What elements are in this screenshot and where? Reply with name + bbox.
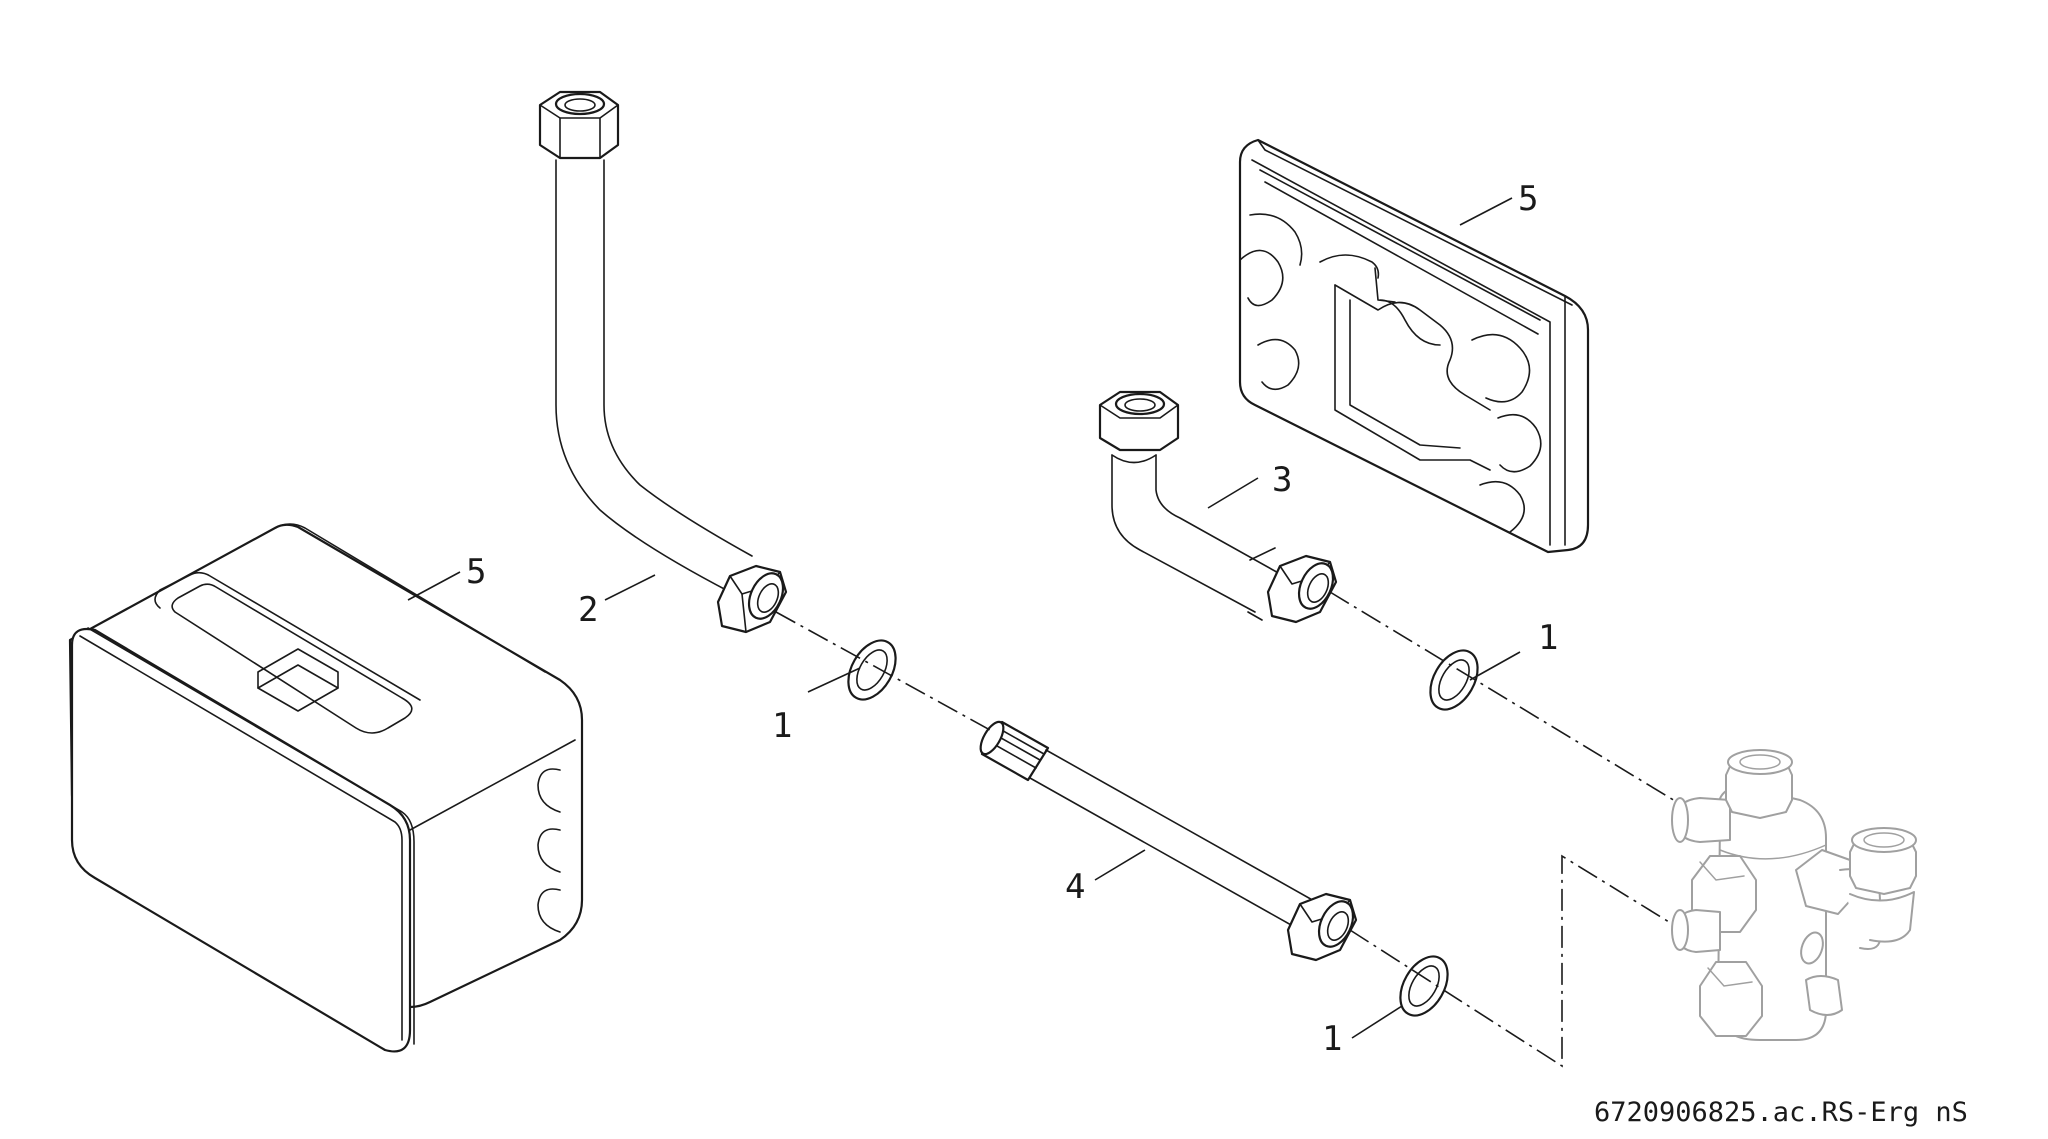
callout-pipe-bent: 2 (578, 590, 598, 630)
hex-nut-straight (1286, 892, 1358, 962)
bent-pipe (538, 90, 788, 634)
insulation-shell-box (68, 523, 584, 1053)
straight-pipe (979, 720, 1358, 962)
insulation-shell-half (1238, 138, 1590, 554)
valve-manifold (1671, 749, 1917, 1041)
threaded-end (979, 720, 1050, 782)
callout-pipe-elbow: 3 (1272, 460, 1292, 500)
callout-seal-upper-left: 1 (772, 706, 792, 746)
callout-labels: 2 1 1 3 4 1 5 5 (466, 179, 1558, 1059)
seal-upper-right (1429, 649, 1479, 711)
hex-nut-elbow-bottom (1247, 547, 1338, 624)
elbow-pipe (1098, 390, 1338, 624)
callout-seal-upper-right: 1 (1538, 618, 1558, 658)
document-reference: 6720906825.ac.RS-Erg nS (1594, 1097, 1968, 1128)
seal-upper-left (847, 639, 897, 701)
assembly-axes (775, 591, 1691, 1068)
hex-nut-elbow-top (1098, 390, 1180, 464)
leader-lines (407, 197, 1521, 1039)
callout-insulation-right: 5 (1518, 179, 1538, 219)
callout-seal-lower: 1 (1322, 1019, 1342, 1059)
callout-insulation-left: 5 (466, 552, 486, 592)
hex-nut-top (538, 90, 620, 160)
callout-pipe-straight: 4 (1065, 867, 1085, 907)
seal-lower (1399, 955, 1449, 1017)
hex-nut-bottom (716, 564, 788, 634)
